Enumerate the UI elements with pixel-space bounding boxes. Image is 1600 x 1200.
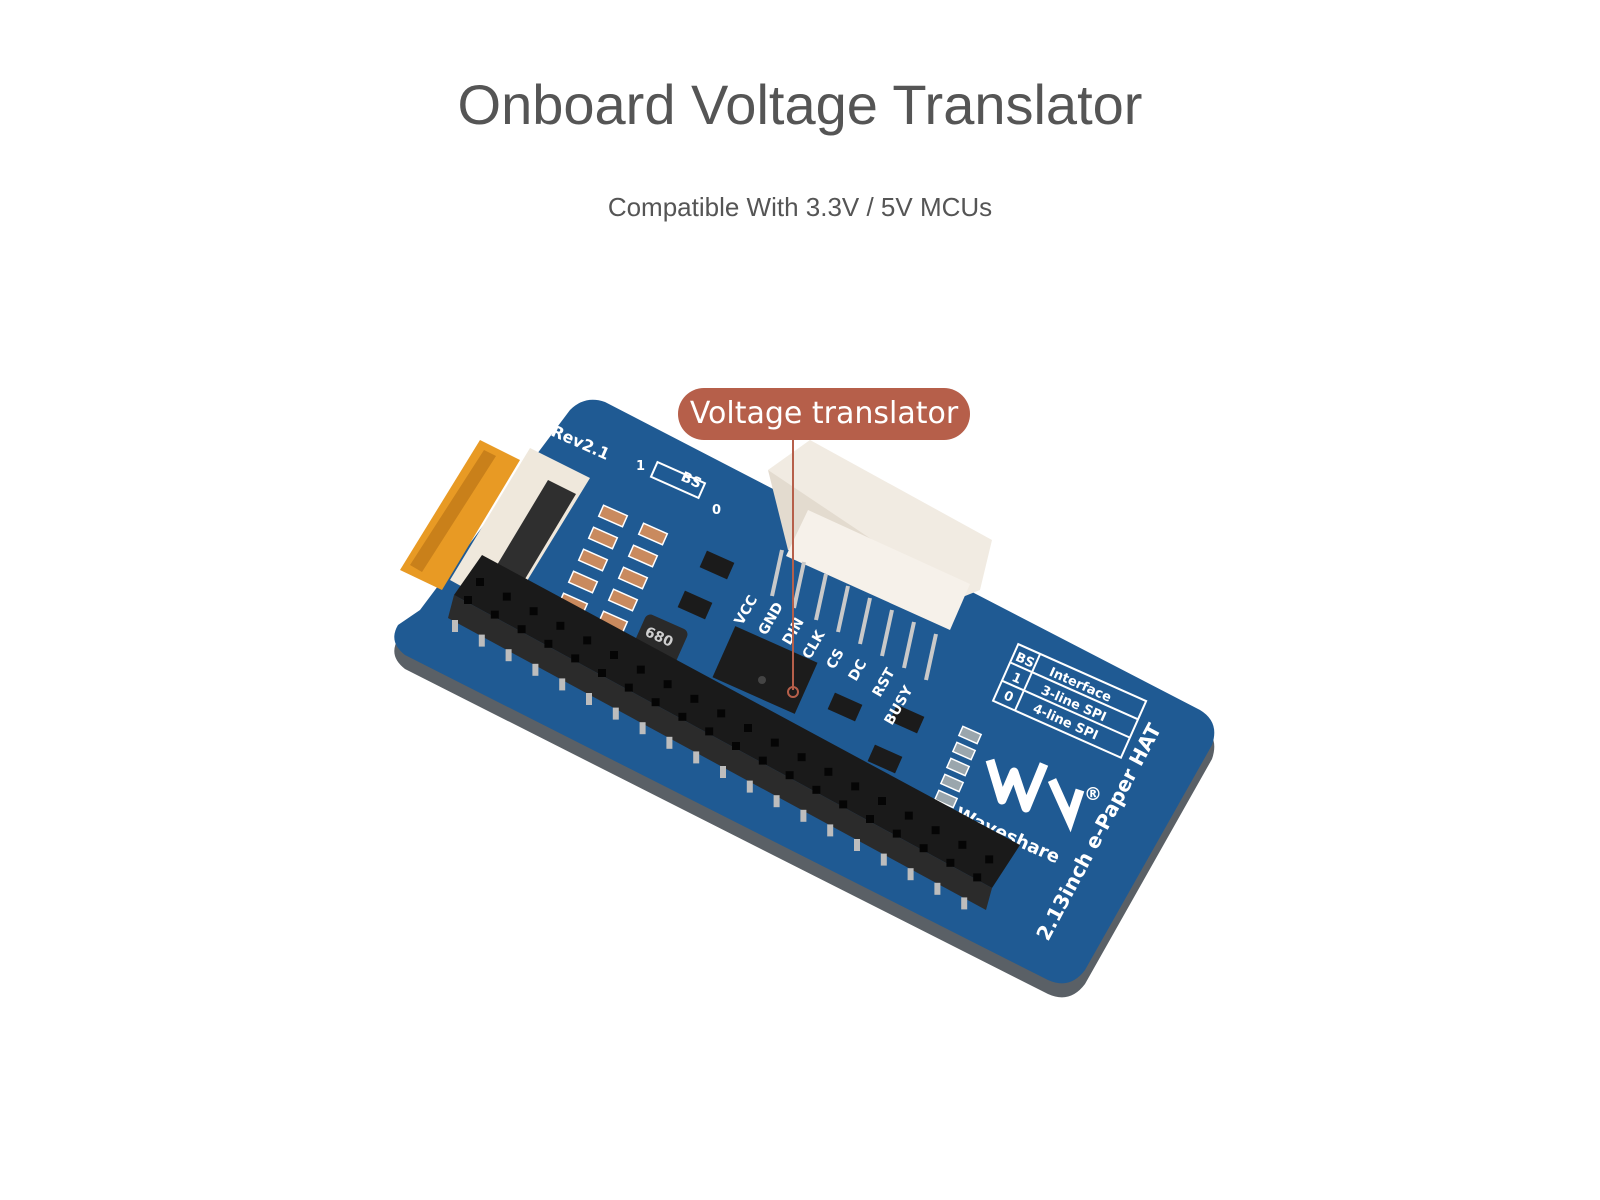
header-socket [851,782,860,791]
header-socket [958,840,967,849]
header-pin [693,751,700,764]
header-pin [639,722,646,735]
header-socket [529,607,538,616]
fpc-ribbon [400,440,520,590]
header-socket [931,826,940,835]
header-pin [720,766,726,778]
jst-connector [768,440,992,630]
header-pin [773,795,780,808]
header-socket [717,709,726,718]
header-socket [839,800,848,809]
interface-table-header-bs: BS [1013,650,1037,672]
header-socket [583,636,592,645]
header-socket [744,724,752,732]
header-socket [624,683,633,692]
callout-marker [787,686,799,698]
header-socket [973,873,982,882]
page-title: Onboard Voltage Translator [457,73,1143,136]
header-socket [517,625,526,634]
header-pin [854,839,860,851]
header-socket [770,738,779,747]
header-pin [532,663,539,676]
bs-jumper-pad [649,460,707,500]
smd-capacitors [933,725,983,809]
header-pin [666,736,673,749]
voltage-translator-callout: Voltage translator [678,388,970,440]
header-socket [678,712,687,721]
header-socket [758,756,767,765]
header-socket [866,815,874,823]
gpio-header-pins [452,578,994,910]
board-photo: Rev2.1 BS 1 0 68 [380,380,1260,1020]
header-socket [892,829,901,838]
header-socket [904,811,913,820]
header-socket [490,610,499,619]
header-socket [878,797,886,805]
smd-resistors [557,504,669,634]
header-pin [746,780,753,793]
header-socket [464,596,472,604]
header-socket [985,855,994,864]
connector-pins [770,549,938,681]
header-socket [785,771,794,780]
header-socket [502,592,511,601]
registered-mark: ® [1084,784,1102,805]
header-pin [505,649,512,662]
header-socket [571,654,580,663]
header-pin [934,882,941,895]
header-socket [476,578,484,586]
header-pin [452,620,458,632]
header-socket [732,742,740,750]
callout-leader-line [792,440,794,690]
header-pin [559,678,566,691]
header-socket [797,753,806,762]
header-socket [919,844,928,853]
header-socket [663,680,672,689]
header-socket [651,698,660,707]
header-pin [586,693,592,705]
page-subtitle: Compatible With 3.3V / 5V MCUs [607,192,993,222]
header-socket [824,767,833,776]
header-pin [907,868,914,881]
header-pin [827,824,834,837]
header-socket [636,665,645,674]
board-illustration: Rev2.1 BS 1 0 68 [394,399,1215,998]
bs-jumper-zero: 0 [712,503,721,518]
header-pin [612,707,619,720]
header-socket [610,651,618,659]
header-pin [880,853,887,866]
header-pin [478,634,485,647]
header-socket [705,727,714,736]
header-socket [598,669,606,677]
header-socket [690,694,699,703]
header-pin [800,809,807,822]
header-socket [556,621,565,630]
smd-transistors [677,550,925,774]
header-socket [946,858,955,867]
bs-jumper-one: 1 [636,459,645,474]
header-socket [812,785,821,794]
header-socket [544,639,553,648]
header-pin [961,897,968,910]
